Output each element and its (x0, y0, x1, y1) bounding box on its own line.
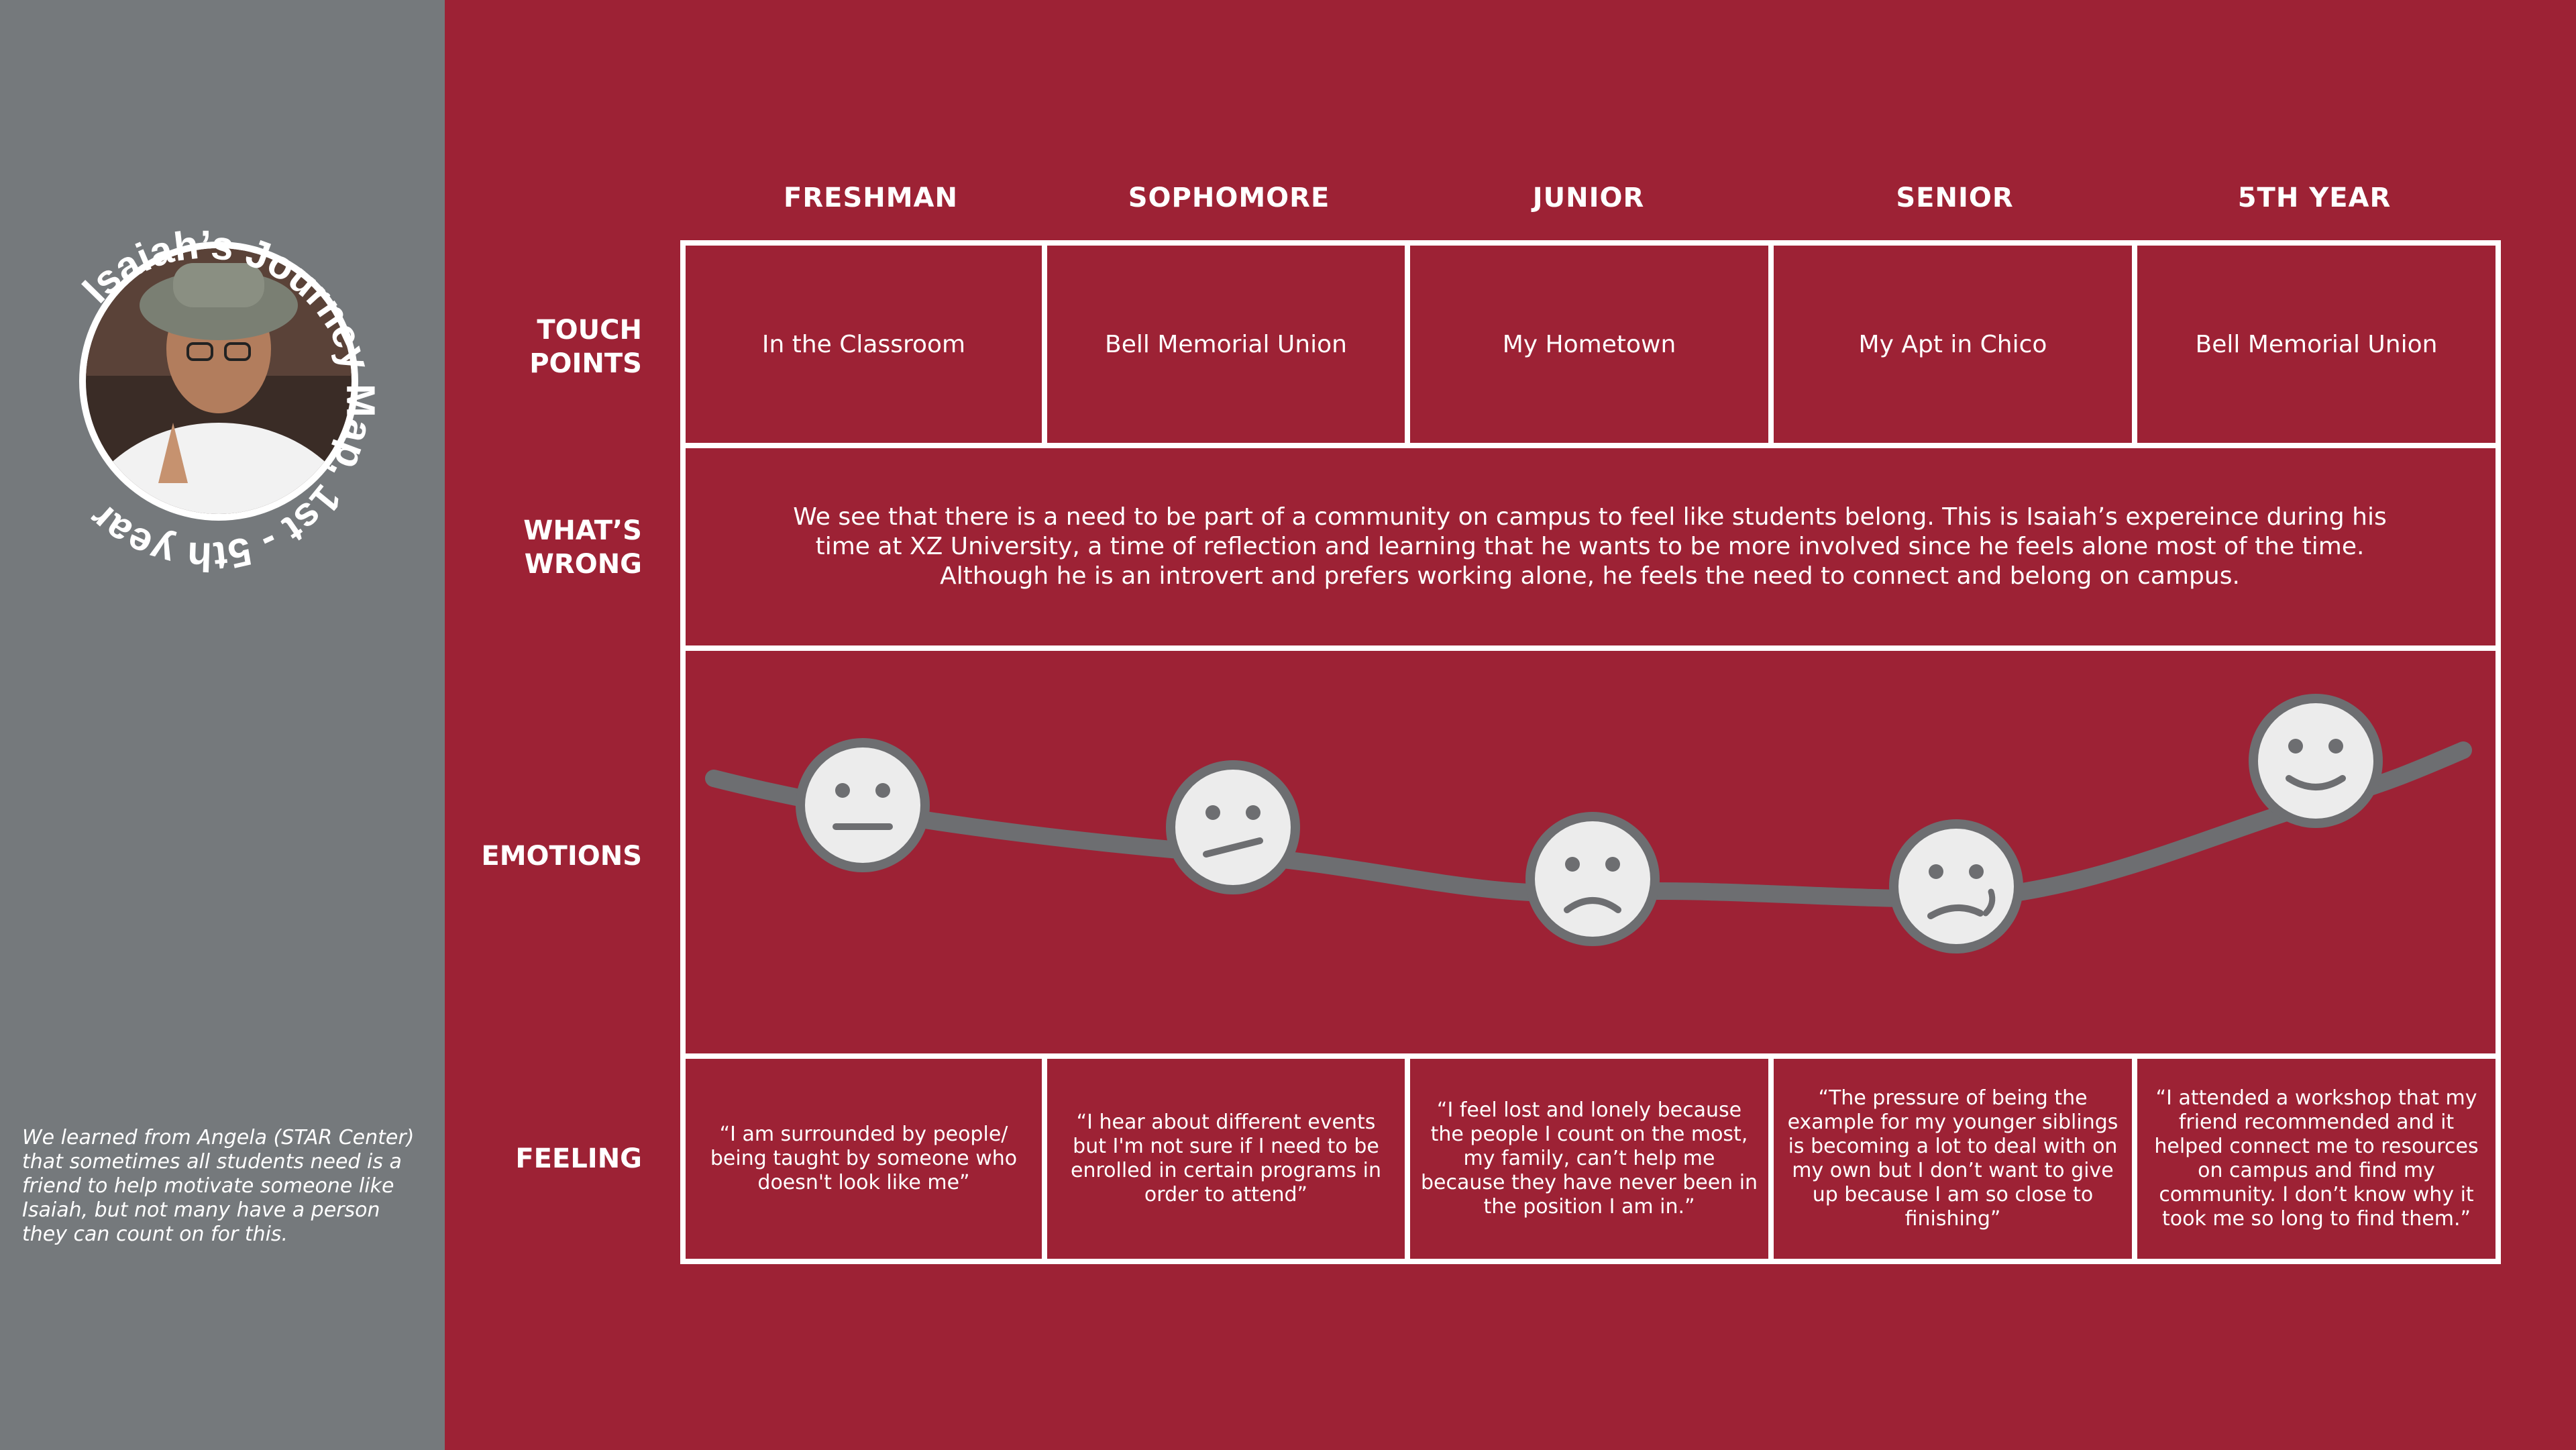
touch-point-cell: My Hometown (1410, 246, 1768, 443)
happy-face-icon (2249, 694, 2383, 828)
feeling-quote: “I attended a workshop that my friend re… (2137, 1059, 2496, 1259)
touch-point-cell: In the Classroom (686, 246, 1042, 443)
sad-face-icon (1525, 812, 1660, 946)
neutral-face-icon (796, 738, 930, 872)
touch-point-cell: Bell Memorial Union (2137, 246, 2496, 443)
whats-wrong-text: We see that there is a need to be part o… (771, 448, 2408, 645)
feeling-quote: “I feel lost and lonely because the peop… (1410, 1059, 1768, 1259)
touch-point-cell: My Apt in Chico (1774, 246, 2132, 443)
touch-point-cell: Bell Memorial Union (1047, 246, 1405, 443)
feeling-quote: “I hear about different events but I'm n… (1047, 1059, 1405, 1259)
unsure-face-icon (1166, 760, 1300, 894)
feeling-quote: “The pressure of being the example for m… (1774, 1059, 2132, 1259)
feeling-quote: “I am surrounded by people/ being taught… (686, 1059, 1042, 1259)
worried-face-icon (1889, 819, 2023, 953)
